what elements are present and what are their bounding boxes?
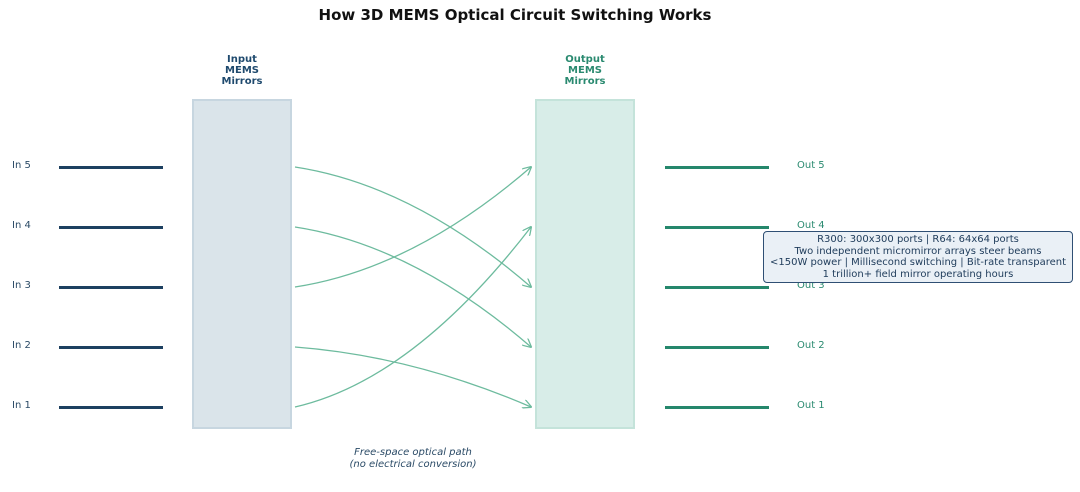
- free-space-caption: Free-space optical path (no electrical c…: [349, 447, 477, 470]
- beam-path: [294, 346, 531, 407]
- input-port-label: In 3: [12, 280, 31, 291]
- input-mirrors-label: Input MEMS Mirrors: [221, 54, 263, 87]
- beam-path: [294, 227, 531, 408]
- input-port-label: In 1: [12, 400, 31, 411]
- beam-path: [294, 167, 531, 288]
- info-line: R300: 300x300 ports | R64: 64x64 ports: [817, 234, 1019, 245]
- input-port-label: In 2: [12, 340, 31, 351]
- diagram-title: How 3D MEMS Optical Circuit Switching Wo…: [318, 6, 712, 24]
- input-port-label: In 4: [12, 220, 31, 231]
- info-line: <150W power | Millisecond switching | Bi…: [769, 257, 1066, 268]
- input-fiber: [59, 406, 163, 409]
- beam-path: [294, 226, 531, 347]
- input-fiber: [59, 346, 163, 349]
- specs-info-box: R300: 300x300 ports | R64: 64x64 ports T…: [763, 231, 1073, 283]
- output-fiber: [665, 226, 769, 229]
- output-fiber: [665, 406, 769, 409]
- input-port-label: In 5: [12, 160, 31, 171]
- output-fiber: [665, 166, 769, 169]
- input-fiber: [59, 286, 163, 289]
- output-port-label: Out 1: [797, 400, 825, 411]
- output-mirror-array: [535, 99, 635, 429]
- info-line: Two independent micromirror arrays steer…: [794, 245, 1042, 257]
- output-port-label: Out 2: [797, 340, 825, 351]
- output-port-label: Out 4: [797, 220, 825, 231]
- output-fiber: [665, 346, 769, 349]
- input-mirror-array: [192, 99, 292, 429]
- output-port-label: Out 5: [797, 160, 825, 171]
- info-line: 1 trillion+ field mirror operating hours: [822, 268, 1014, 280]
- input-fiber: [59, 226, 163, 229]
- input-fiber: [59, 166, 163, 169]
- output-port-label: Out 3: [797, 280, 825, 291]
- output-fiber: [665, 286, 769, 289]
- beam-path: [294, 166, 531, 287]
- output-mirrors-label: Output MEMS Mirrors: [564, 54, 606, 87]
